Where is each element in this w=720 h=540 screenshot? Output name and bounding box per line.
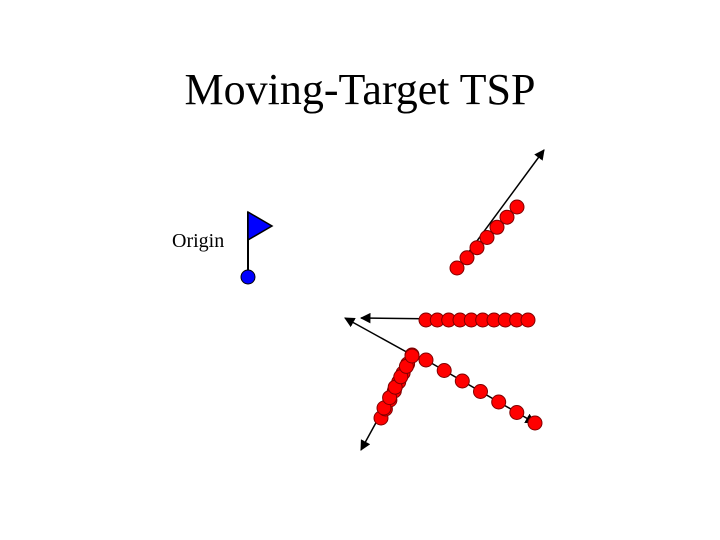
left-diagonal-trajectory-arrow — [344, 317, 413, 356]
target-point — [436, 363, 452, 378]
origin-marker-group — [240, 210, 274, 285]
target-point — [527, 415, 543, 431]
target-point — [454, 373, 470, 389]
target-point — [509, 405, 525, 420]
target-point — [509, 199, 525, 215]
slide-title: Moving-Target TSP — [184, 65, 536, 114]
target-point — [404, 348, 420, 364]
target-point — [473, 384, 488, 399]
target-point — [489, 219, 505, 235]
target-point — [499, 209, 515, 225]
origin-label: Origin — [172, 230, 225, 252]
target-tracks — [344, 149, 545, 451]
origin-point — [240, 269, 256, 285]
target-point — [459, 250, 475, 266]
origin-flag-icon — [247, 210, 274, 242]
target-point — [491, 394, 507, 410]
target-point — [469, 240, 485, 256]
target-point — [520, 312, 536, 328]
target-point — [479, 230, 495, 245]
target-point — [449, 260, 465, 276]
target-point — [418, 352, 434, 368]
